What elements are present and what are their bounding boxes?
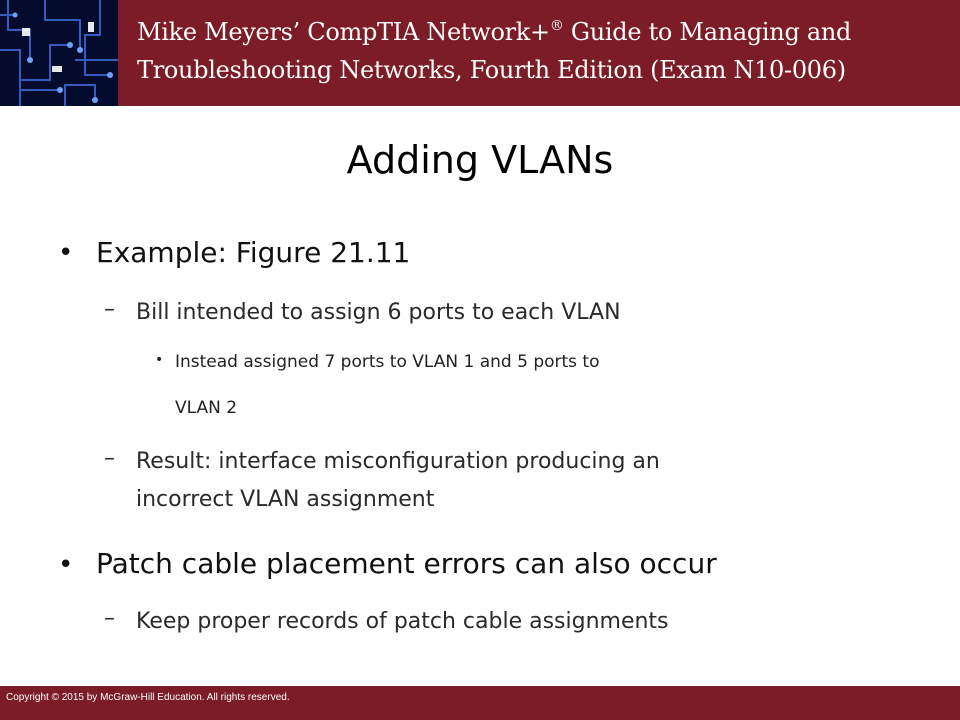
dash-marker: – <box>104 606 115 631</box>
book-title-line1-end: Guide to Managing and <box>563 18 852 46</box>
bullet-marker: • <box>58 238 74 268</box>
sub-bullet-intended: Bill intended to assign 6 ports to each … <box>136 300 621 325</box>
copyright-notice: Copyright © 2015 by McGraw-Hill Educatio… <box>6 692 290 703</box>
book-title-line1: Mike Meyers’ CompTIA Network+ <box>137 18 550 46</box>
sub-bullet-result: Result: interface misconfiguration produ… <box>136 449 660 474</box>
bullet-marker: • <box>155 352 164 368</box>
sub-bullet-records: Keep proper records of patch cable assig… <box>136 609 669 634</box>
book-title: Mike Meyers’ CompTIA Network+® Guide to … <box>137 13 952 89</box>
sub-sub-bullet-instead-cont: VLAN 2 <box>175 398 238 418</box>
bullet-patch-cable: Patch cable placement errors can also oc… <box>96 547 717 580</box>
dash-marker: – <box>104 297 115 322</box>
slide-footer: Copyright © 2015 by McGraw-Hill Educatio… <box>0 686 960 720</box>
bullet-marker: • <box>58 550 74 580</box>
sub-bullet-result-cont: incorrect VLAN assignment <box>136 487 435 512</box>
sub-sub-bullet-instead: Instead assigned 7 ports to VLAN 1 and 5… <box>175 352 600 372</box>
dash-marker: – <box>104 446 115 471</box>
circuit-board-image <box>0 0 118 106</box>
slide-title: Adding VLANs <box>346 138 614 182</box>
registered-mark: ® <box>549 18 564 34</box>
book-title-line2: Troubleshooting Networks, Fourth Edition… <box>137 56 846 84</box>
bullet-example-figure: Example: Figure 21.11 <box>96 236 411 269</box>
slide-header: Mike Meyers’ CompTIA Network+® Guide to … <box>0 0 960 106</box>
